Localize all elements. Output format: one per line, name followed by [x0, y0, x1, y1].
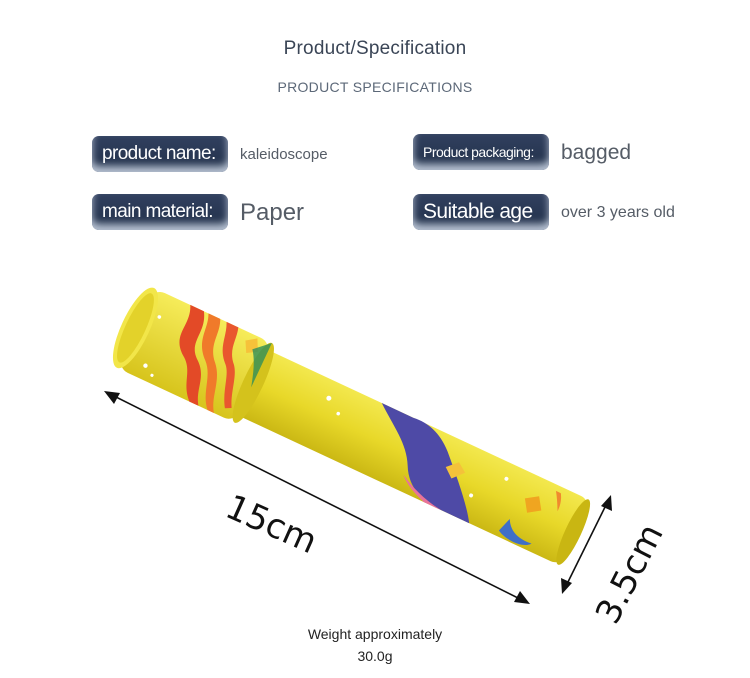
length-arrow: [104, 391, 530, 604]
product-packaging-label: Product packaging:: [413, 134, 549, 170]
main-material-value: Paper: [240, 199, 305, 226]
product-name-value: kaleidoscope: [240, 146, 328, 163]
page-subtitle: PRODUCT SPECIFICATIONS: [277, 79, 473, 95]
diameter-arrow: [561, 495, 612, 594]
page-title: Product/Specification: [283, 38, 467, 59]
tube-body: [182, 326, 591, 565]
suitable-age-label: Suitable age: [413, 194, 549, 230]
suitable-age-value: over 3 years old: [561, 204, 675, 221]
weight-label: Weight approximately: [307, 626, 443, 642]
weight-value: 30.0g: [357, 648, 393, 664]
product-packaging-value: bagged: [561, 141, 632, 164]
product-name-label: product name:: [92, 136, 228, 172]
main-material-label: main material:: [92, 194, 228, 230]
tube-cap: [112, 287, 274, 423]
